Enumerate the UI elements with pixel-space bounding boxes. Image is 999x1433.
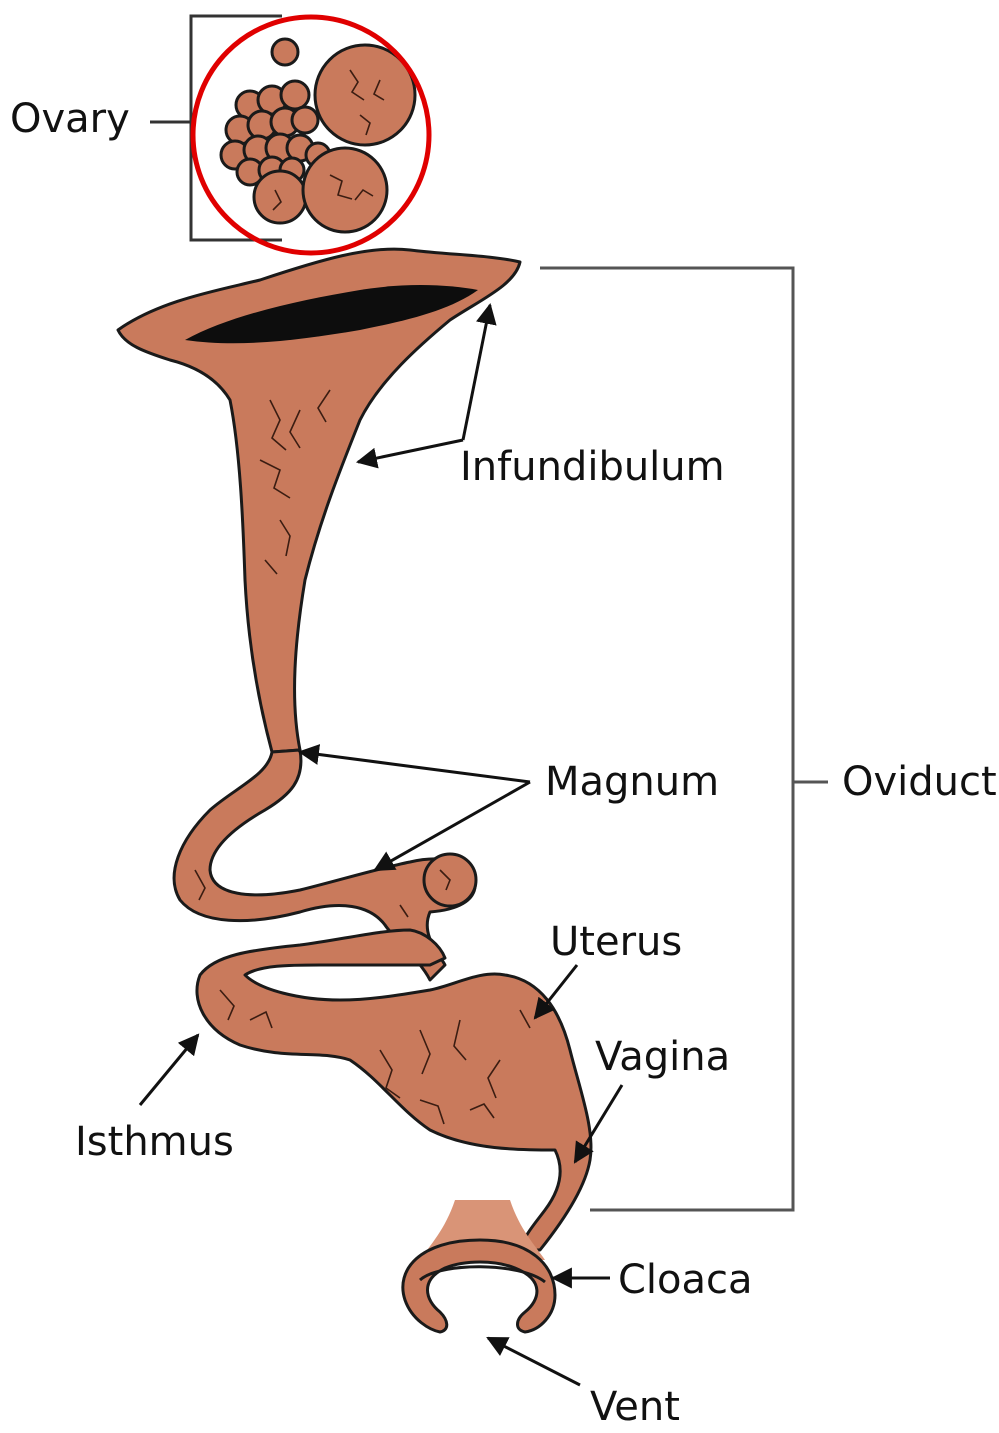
label-vagina: Vagina [595, 1034, 730, 1080]
ovary-follicles [221, 39, 415, 232]
label-uterus: Uterus [550, 919, 682, 965]
ovary-illustration [150, 16, 429, 253]
magnum-arrow-top [300, 752, 530, 782]
label-ovary: Ovary [10, 96, 130, 142]
vent-arrow [488, 1338, 580, 1385]
label-magnum: Magnum [545, 759, 719, 805]
label-oviduct: Oviduct [842, 759, 997, 805]
infundibulum-illustration [118, 249, 520, 752]
label-cloaca: Cloaca [618, 1257, 753, 1303]
label-vent: Vent [590, 1384, 680, 1428]
infundibulum-arrow-top [463, 305, 490, 440]
label-isthmus: Isthmus [75, 1119, 234, 1165]
cloaca-illustration [403, 1200, 555, 1332]
infundibulum-arrow-bottom [358, 440, 463, 462]
isthmus-uterus-illustration [197, 930, 591, 1250]
isthmus-arrow [140, 1035, 198, 1105]
label-infundibulum: Infundibulum [460, 444, 725, 490]
